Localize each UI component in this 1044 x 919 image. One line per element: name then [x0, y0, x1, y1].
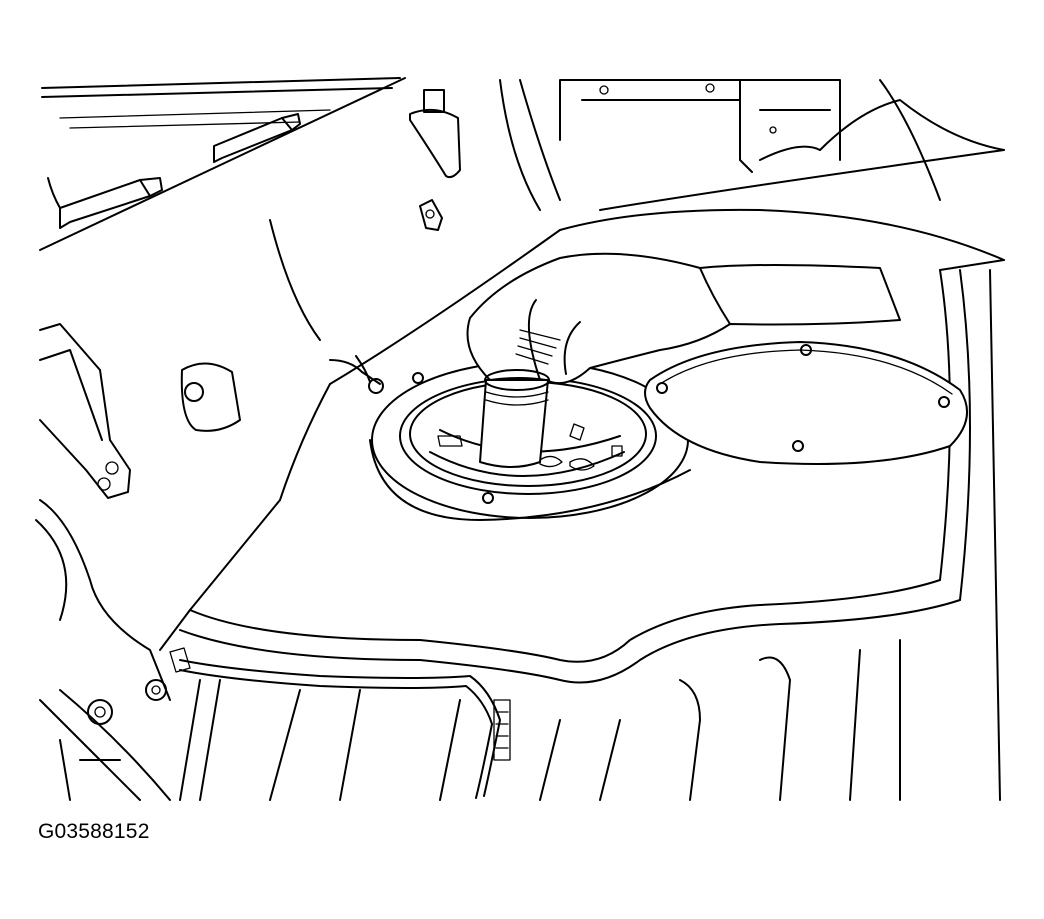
lower-floor-rails — [39, 639, 901, 801]
rubber-boot — [409, 89, 461, 231]
cabin-floor-lines — [269, 79, 841, 341]
figure-code-caption: G03588152 — [38, 820, 150, 843]
fuel-sender-tube — [479, 369, 550, 468]
gloved-hand — [466, 252, 901, 384]
wiring-harness — [169, 355, 511, 799]
arm-sleeve — [599, 79, 1005, 211]
upper-left-trim-panel — [39, 77, 406, 251]
access-cover-plate — [644, 341, 968, 465]
left-bracket — [35, 323, 241, 701]
